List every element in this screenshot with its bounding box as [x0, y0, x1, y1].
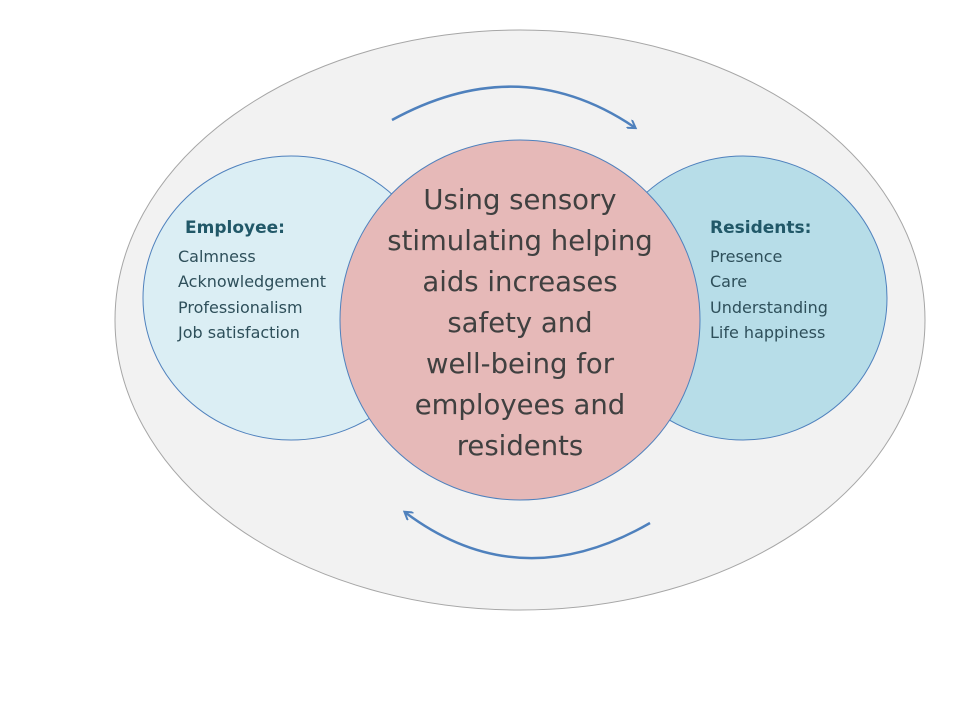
center-line: aids increases	[422, 266, 618, 298]
residents-title: Residents:	[710, 218, 812, 238]
list-item: Presence	[710, 246, 783, 266]
center-line: stimulating helping	[387, 225, 653, 257]
list-item: Professionalism	[178, 297, 303, 317]
list-item: Acknowledgement	[178, 272, 327, 291]
center-line: residents	[456, 430, 584, 462]
residents-list: Residents: Presence Care Understanding L…	[710, 216, 828, 346]
center-circle	[339, 139, 701, 501]
center-line: employees and	[414, 389, 626, 421]
top-cycle-arrow	[391, 85, 634, 127]
center-line: safety and	[447, 307, 593, 339]
list-item: Care	[710, 272, 748, 291]
bottom-cycle-arrow	[406, 513, 651, 560]
list-item: Life happiness	[710, 323, 826, 342]
employee-list: Employee: Calmness Acknowledgement Profe…	[178, 216, 326, 346]
center-line: Using sensory	[423, 184, 617, 216]
employee-title: Employee:	[185, 218, 285, 238]
center-line: well-being for	[425, 348, 615, 380]
list-item: Calmness	[178, 246, 256, 266]
list-item: Job satisfaction	[178, 323, 300, 342]
list-item: Understanding	[710, 297, 828, 317]
center-statement: Using sensory stimulating helping aids i…	[370, 180, 670, 467]
